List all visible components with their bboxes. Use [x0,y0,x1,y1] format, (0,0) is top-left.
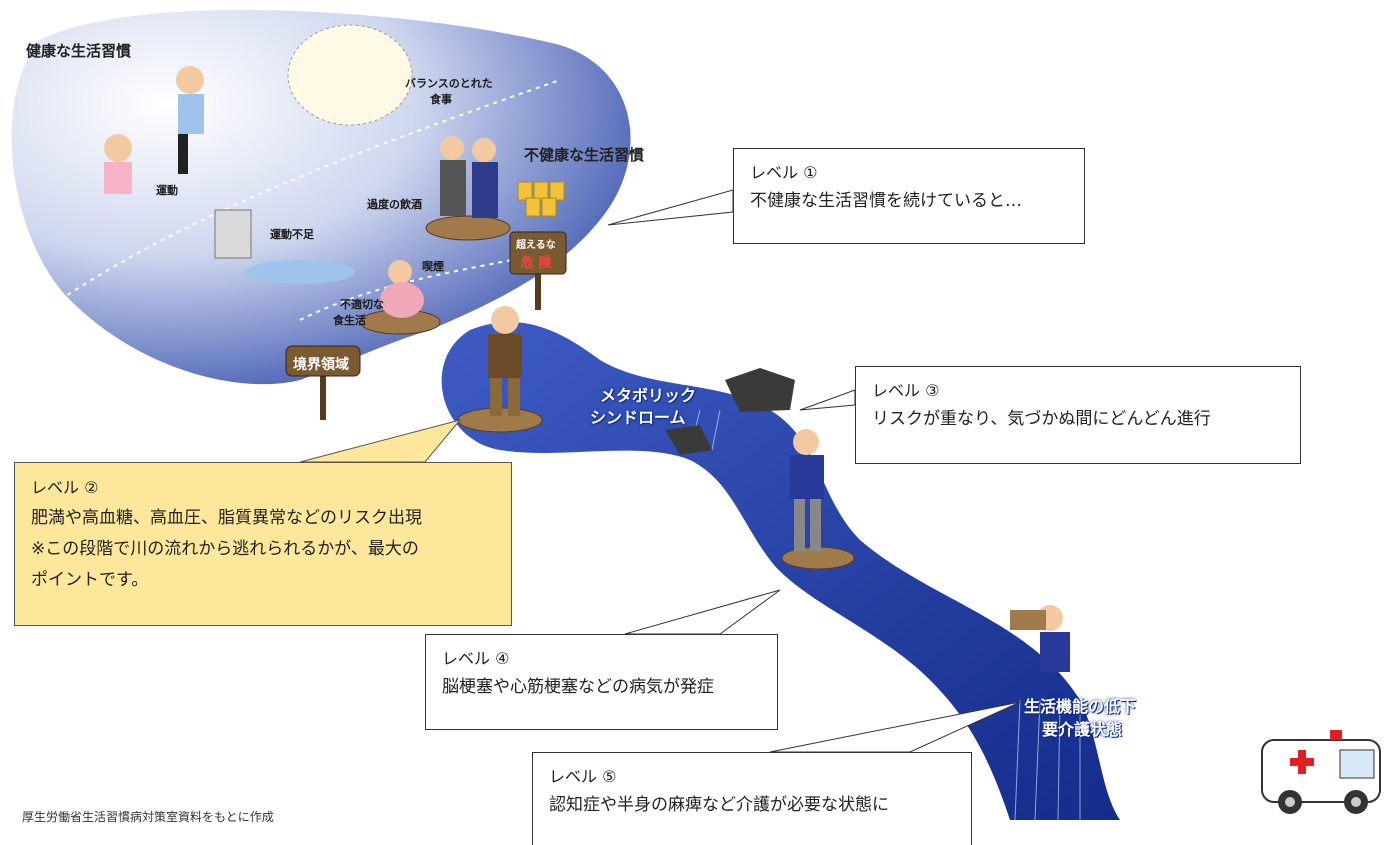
cloud-divider-1 [59,79,561,301]
lazy-person [214,209,355,284]
ambulance-icon [1261,730,1381,814]
pointer-level1 [607,189,734,226]
callout-level5-text: 認知症や半身の麻痺など介護が必要な状態に [549,795,889,815]
danger-sign-text-2: 危 険 [521,256,552,271]
food-plate [287,24,413,126]
bad-diet-label: 不適切な [340,298,384,311]
balanced-diet-label-2: 食事 [430,93,452,106]
drinking-label: 過度の飲酒 [367,198,422,211]
drinking-men [440,136,498,218]
beer-mugs [517,181,565,217]
callout-level1-level: レベル ① [750,163,818,182]
unhealthy-lifestyle-title: 不健康な生活習慣 [524,146,645,164]
source-note: 厚生労働省生活習慣病対策室資料をもとに作成 [22,810,274,824]
border-sign-text: 境界領域 [293,357,349,373]
metabolic-syndrome-title: メタボリック [600,386,697,405]
bad-diet-label-2: 食生活 [333,314,366,327]
no-exercise-label: 運動不足 [270,228,314,241]
callout-level5: レベル ⑤ 認知症や半身の麻痺など介護が必要な状態に [532,752,972,845]
border-signpost [285,345,361,420]
rock [665,425,712,455]
decline-title-2: 要介護状態 [1042,720,1123,739]
callout-level3: レベル ③ リスクが重なり、気づかぬ間にどんどん進行 [855,366,1301,464]
rock [725,368,795,412]
man-level4 [790,429,824,551]
exercise-label: 運動 [156,184,178,197]
callout-level5-level: レベル ⑤ [549,767,617,786]
callout-level1: レベル ① 不健康な生活習慣を続けていると… [733,148,1085,244]
callout-level2-text-3: ポイントです。 [31,570,149,591]
callout-level1-text: 不健康な生活習慣を続けていると… [750,191,1022,211]
callout-level3-level: レベル ③ [872,381,940,400]
callout-level3-text: リスクが重なり、気づかぬ間にどんどん進行 [872,409,1211,429]
smoking-label: 喫煙 [422,260,444,273]
danger-sign-text: 超えるな [516,240,556,251]
callout-level4-level: レベル ④ [442,649,510,668]
callout-level2-level: レベル ② [31,478,99,497]
man-level2 [488,306,522,416]
healthy-lifestyle-title: 健康な生活習慣 [26,42,132,60]
balanced-diet-label: バランスのとれた [405,77,493,90]
pointer-level4 [624,589,781,635]
platform-drinking [425,215,511,241]
decline-title: 生活機能の低下 [1024,697,1137,716]
drowning-man [1010,605,1070,672]
callout-level2-text-2: ※この段階で川の流れから逃れられるかが、最大の [31,539,419,560]
pointer-level3 [799,389,856,411]
exercise-people [104,66,204,194]
metabolic-syndrome-title-2: シンドローム [590,408,686,427]
callout-level4-text: 脳梗塞や心筋梗塞などの病気が発症 [442,677,714,697]
callout-level4: レベル ④ 脳梗塞や心筋梗塞などの病気が発症 [425,634,778,730]
eating-person [380,260,424,318]
danger-signpost [509,231,567,310]
river [441,321,1121,820]
lifestyle-cloud [11,9,631,385]
callout-level2-text-1: 肥満や高血糖、高血圧、脂質異常などのリスク出現 [31,507,422,528]
callout-level2: レベル ② 肥満や高血糖、高血圧、脂質異常などのリスク出現 ※この段階で川の流れ… [14,462,512,626]
pointer-level2 [299,419,462,463]
